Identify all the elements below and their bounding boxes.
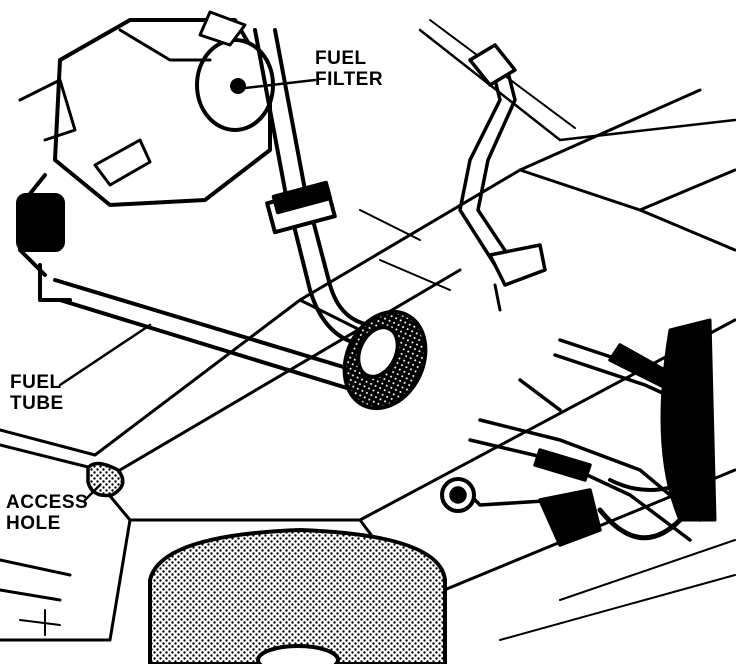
label-access-hole: ACCESS HOLE — [6, 492, 88, 534]
label-fuel-filter: FUEL FILTER — [315, 48, 383, 90]
fuel-tube — [16, 173, 372, 394]
leader-fuel-filter — [243, 78, 317, 90]
grommet — [342, 309, 428, 411]
label-fuel-tube-line2: TUBE — [10, 393, 64, 414]
panel-detail-ticks — [19, 209, 451, 636]
leader-access-hole — [83, 483, 102, 502]
label-access-hole-line2: HOLE — [6, 513, 61, 534]
label-fuel-tube-line1: FUEL — [10, 372, 62, 393]
fuel-tank-sender — [148, 528, 447, 664]
label-fuel-filter-line1: FUEL — [315, 48, 367, 69]
label-fuel-tube: FUEL TUBE — [10, 372, 64, 414]
rear-fuel-lines — [440, 338, 702, 547]
label-fuel-filter-line2: FILTER — [315, 69, 384, 90]
leader-fuel-tube — [58, 323, 152, 387]
vapor-line — [458, 43, 547, 312]
fuel-line-vertical — [253, 28, 372, 347]
rear-axle-mass — [660, 318, 717, 522]
leader-lines — [58, 78, 317, 502]
label-access-hole-line1: ACCESS — [6, 492, 89, 513]
fuel-filter — [18, 10, 275, 207]
